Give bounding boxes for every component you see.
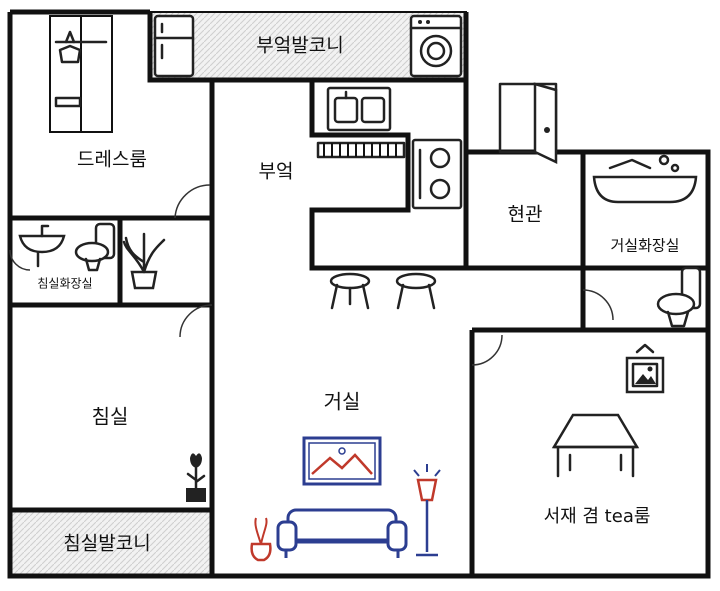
counter-rail-icon <box>316 141 406 159</box>
door-icon <box>498 82 558 164</box>
living-room-label: 거실 <box>324 390 361 414</box>
picture-frame-icon <box>302 436 382 486</box>
washbasin-icon <box>18 224 66 268</box>
kitchen-label: 부엌 <box>259 161 294 183</box>
living-bathroom-label: 거실화장실 <box>610 237 679 255</box>
bathtub-icon <box>592 154 698 204</box>
vase-icon <box>250 517 272 562</box>
walls <box>7 9 711 579</box>
entrance-label: 현관 <box>508 204 543 226</box>
bedroom-bathroom-label: 침실화장실 <box>37 277 92 291</box>
toilet-icon <box>656 266 702 328</box>
wardrobe-icon <box>49 15 113 133</box>
washing-machine-icon <box>409 14 463 78</box>
sink-icon <box>326 86 392 132</box>
table-icon <box>551 413 640 478</box>
fridge-icon <box>153 14 195 78</box>
toilet-icon <box>74 222 116 272</box>
stool-icon <box>395 272 437 310</box>
sofa-icon <box>276 508 408 558</box>
floor-lamp-icon <box>413 464 441 557</box>
study-label: 서재 겸 tea룸 <box>544 506 651 527</box>
kitchen-balcony-label: 부엌발코니 <box>256 35 343 57</box>
dressroom-label: 드레스룸 <box>77 149 147 171</box>
bedroom-balcony-area <box>9 509 213 577</box>
bedroom-label: 침실 <box>92 405 129 429</box>
tulip-icon <box>186 453 206 502</box>
picture-frame-icon <box>625 343 665 394</box>
door-swings <box>9 184 614 366</box>
stove-icon <box>411 138 463 210</box>
bedroom-balcony-label: 침실발코니 <box>63 533 150 555</box>
plant-icon <box>122 232 166 290</box>
stool-icon <box>329 272 371 310</box>
